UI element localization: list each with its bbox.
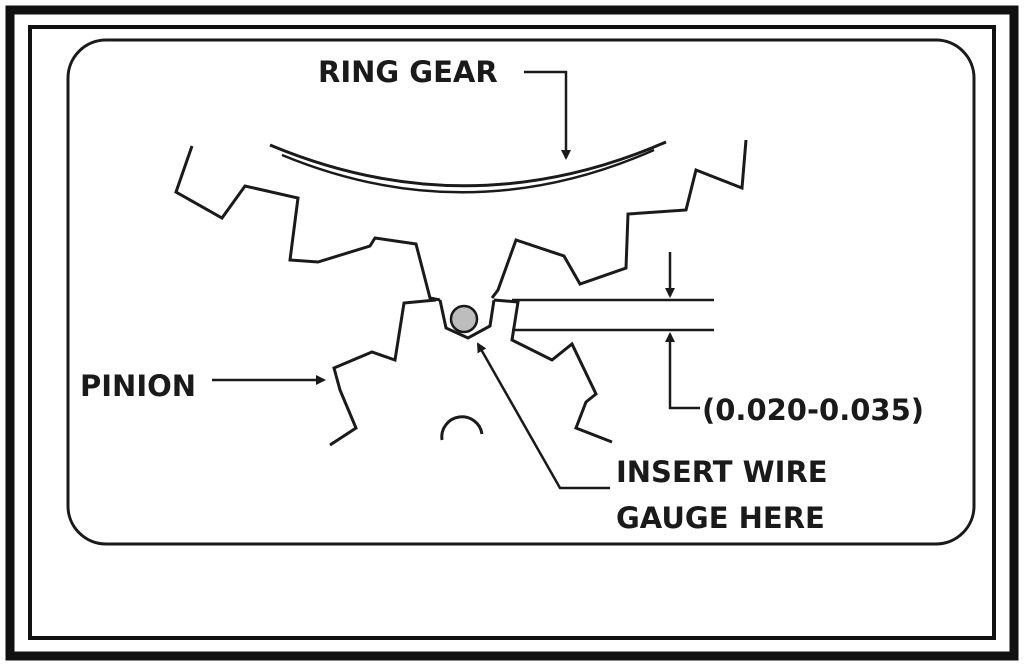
outer-frame	[5, 5, 1019, 661]
clearance-label: (0.020-0.035)	[702, 393, 924, 427]
clearance-arrow-bottom	[665, 332, 700, 410]
ring-gear-arrow	[524, 70, 571, 160]
pinion-label: PINION	[80, 369, 196, 403]
insert-wire-label-line2: GAUGE HERE	[616, 501, 825, 535]
inner-frame	[28, 25, 996, 640]
wire-slot	[438, 299, 496, 340]
pinion-center-bore	[440, 415, 484, 441]
insert-wire-label-line1: INSERT WIRE	[616, 455, 828, 489]
ring-gear-arc-inner	[281, 148, 655, 194]
diagram-panel	[66, 38, 976, 546]
ring-gear-label: RING GEAR	[318, 55, 498, 89]
ring-gear-teeth	[174, 139, 748, 302]
insert-wire-arrow	[476, 342, 610, 490]
wire-gauge	[449, 304, 479, 334]
pinion-teeth	[329, 298, 613, 447]
ring-gear-arc-outer	[269, 140, 667, 188]
